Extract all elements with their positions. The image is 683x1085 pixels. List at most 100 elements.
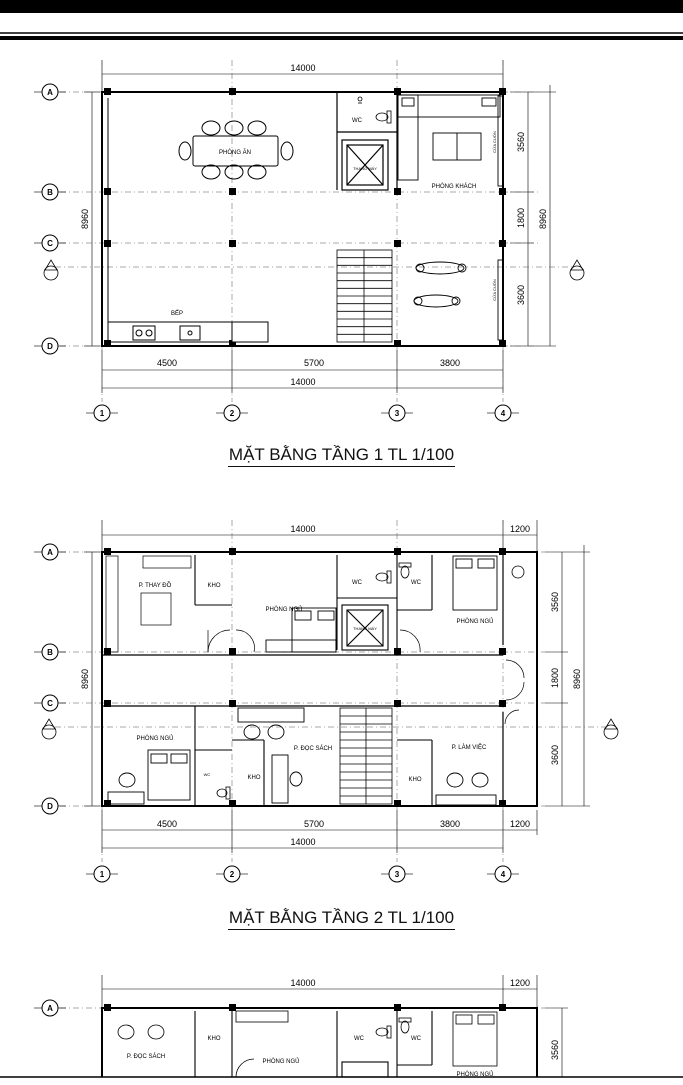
- wc-fixtures: [357, 96, 392, 124]
- kitchen-counter: [107, 321, 269, 343]
- dim-right-seg-3: 3600: [516, 285, 526, 305]
- axis-label-2: 2: [230, 409, 235, 418]
- door-label-bottom: CỬA CUỐN: [492, 279, 497, 301]
- axis-label-C: C: [47, 239, 53, 248]
- stair-floor-2: [339, 707, 393, 805]
- room2-elevator: THANG MÁY: [353, 626, 377, 631]
- axis2-label-1: 1: [100, 870, 105, 879]
- dim3-top-balcony: 1200: [510, 978, 530, 988]
- dim-bottom-seg-2: 5700: [304, 358, 324, 368]
- motorbikes: [413, 261, 467, 308]
- room-living: PHÒNG KHÁCH: [432, 183, 477, 190]
- axis-bubbles: [41, 83, 512, 422]
- dimension-lines: [84, 60, 556, 393]
- header-bar: [0, 0, 683, 13]
- interior-walls-2: [194, 555, 433, 806]
- room-wc: WC: [352, 118, 363, 124]
- dim2-right-seg-3: 3600: [550, 745, 560, 765]
- dim2-bottom-seg-4: 1200: [510, 819, 530, 829]
- plan-floor-2: [34, 520, 619, 883]
- plan-title-floor-2-text: MẶT BẰNG TẦNG 2 TL 1/100: [227, 908, 456, 930]
- axis2-label-B: B: [47, 648, 53, 657]
- room2-store-1: KHO: [207, 583, 220, 589]
- axis3-label-A: A: [47, 1004, 53, 1013]
- axis-label-1: 1: [100, 409, 105, 418]
- axis2-label-3: 3: [395, 870, 400, 879]
- dim-top: 14000: [290, 63, 315, 73]
- dim2-right-seg-2: 1800: [550, 668, 560, 688]
- wardrobes-2: [105, 555, 192, 653]
- room-elevator: THANG MÁY: [353, 166, 377, 171]
- sofa: [397, 94, 501, 181]
- desks-2: [107, 707, 497, 806]
- room3-reading: P. ĐỌC SÁCH: [127, 1053, 165, 1060]
- room-kitchen: BẾP: [171, 310, 183, 317]
- plan-floor-3-partial: [34, 975, 568, 1078]
- dim-left: 8960: [80, 209, 90, 229]
- dim3-right-seg-1: 3560: [550, 1040, 560, 1060]
- axis-label-3: 3: [395, 409, 400, 418]
- door-swings-2: [207, 629, 525, 725]
- core-walls: [336, 92, 398, 191]
- axis2-label-D: D: [47, 802, 53, 811]
- axis-bubbles-2: [41, 543, 512, 883]
- dim2-bottom-seg-3: 3800: [440, 819, 460, 829]
- dim-bottom-seg-1: 4500: [157, 358, 177, 368]
- room2-work: P. LÀM VIỆC: [452, 743, 487, 751]
- room2-store-3: KHO: [408, 777, 421, 783]
- room-dining: PHÒNG ĂN: [219, 149, 251, 156]
- room3-bedroom-2: PHÒNG NGỦ: [456, 1071, 493, 1078]
- columns: [104, 88, 506, 347]
- dim2-bottom-seg-2: 5700: [304, 819, 324, 829]
- plan-floor-1: [34, 60, 585, 422]
- dim2-bottom-total: 14000: [290, 837, 315, 847]
- shutter-doors: [497, 95, 504, 341]
- room2-wardrobe: P. THAY ĐỒ: [139, 582, 172, 589]
- room3-wc-1: WC: [354, 1036, 365, 1042]
- room2-bedroom-3: PHÒNG NGỦ: [136, 735, 173, 742]
- room3-wc-2: WC: [411, 1036, 422, 1042]
- dim-right-seg-2: 1800: [516, 208, 526, 228]
- section-markers-2: [41, 718, 619, 740]
- dimension-lines-2: [84, 520, 590, 853]
- grid-lines-2: [55, 520, 610, 862]
- dim-right-seg-1: 3560: [516, 132, 526, 152]
- columns-2: [104, 548, 506, 807]
- dim-right-total: 8960: [538, 209, 548, 229]
- room2-wc-3: WC: [204, 772, 211, 777]
- room3-store: KHO: [207, 1036, 220, 1042]
- dim2-left: 8960: [80, 669, 90, 689]
- dim2-bottom-seg-1: 4500: [157, 819, 177, 829]
- dining-table: [178, 120, 294, 180]
- plan-title-floor-1: MẶT BẰNG TẦNG 1 TL 1/100: [0, 445, 683, 467]
- wc-fixtures-2: [216, 562, 525, 800]
- dim2-top: 14000: [290, 524, 315, 534]
- dim3-top: 14000: [290, 978, 315, 988]
- axis2-label-4: 4: [501, 870, 506, 879]
- axis2-label-A: A: [47, 548, 53, 557]
- axis-label-B: B: [47, 188, 53, 197]
- grid-lines: [55, 60, 575, 402]
- room3-bedroom-1: PHÒNG NGỦ: [262, 1058, 299, 1065]
- section-markers: [43, 259, 585, 281]
- axis-label-A: A: [47, 88, 53, 97]
- room2-store-2: KHO: [247, 775, 260, 781]
- bubble-leaders: [34, 91, 519, 414]
- room2-reading: P. ĐỌC SÁCH: [294, 745, 332, 752]
- axis-label-D: D: [47, 342, 53, 351]
- room2-wc-1: WC: [352, 580, 363, 586]
- plan-title-floor-2: MẶT BẰNG TẦNG 2 TL 1/100: [0, 908, 683, 930]
- beds-2: [147, 555, 498, 801]
- room2-bedroom-1: PHÒNG NGỦ: [265, 606, 302, 613]
- dim-bottom-total: 14000: [290, 377, 315, 387]
- axis-label-4: 4: [501, 409, 506, 418]
- axis2-label-2: 2: [230, 870, 235, 879]
- dim2-right-total: 8960: [572, 669, 582, 689]
- axis2-label-C: C: [47, 699, 53, 708]
- dim2-top-balcony: 1200: [510, 524, 530, 534]
- room2-bedroom-2: PHÒNG NGỦ: [456, 618, 493, 625]
- room2-wc-2: WC: [411, 580, 422, 586]
- stair-floor-1: [336, 249, 393, 343]
